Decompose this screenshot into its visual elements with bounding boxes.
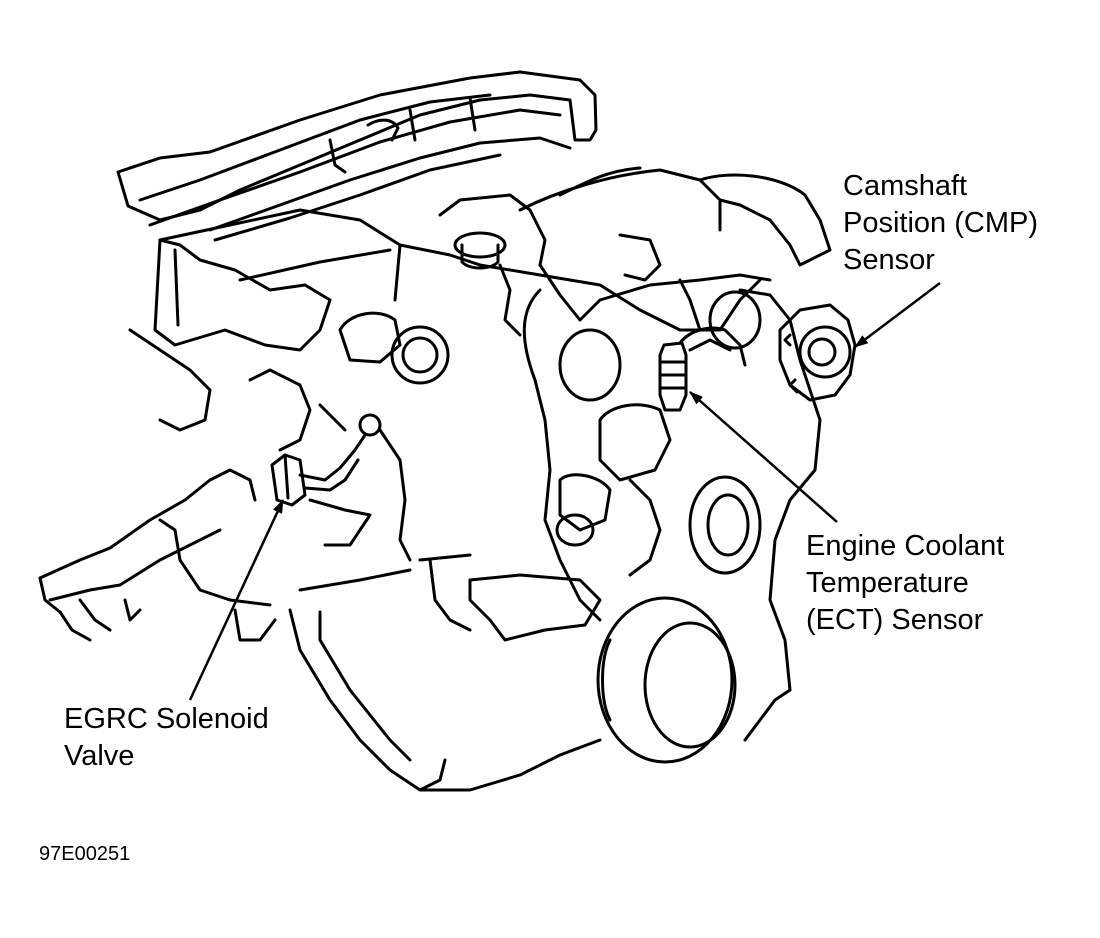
timing-cover [522,273,822,692]
ect-label-line-2: Temperature [806,567,969,599]
cmp-sensor [778,303,857,402]
cmp-sensor-label: Camshaft Position (CMP) Sensor [843,168,1038,279]
egrc-valve [270,403,382,547]
cylinder-heads [398,166,832,337]
exhaust-pipe [38,328,312,642]
oil-pan [233,553,602,792]
egrc-label-line-2: Valve [64,740,135,772]
accessory-bracket [378,428,792,742]
cmp-label-line-2: Position (CMP) [843,207,1038,239]
figure-id: 97E00251 [39,843,131,865]
ect-sensor [658,326,747,412]
intake-plenum [153,208,450,385]
ect-sensor-label: Engine Coolant Temperature (ECT) Sensor [806,528,1004,639]
ect-leader-arrow [689,391,838,523]
cmp-leader-arrow [854,282,941,348]
egrc-valve-label: EGRC Solenoid Valve [64,701,269,775]
crank-pulley [596,475,762,764]
cmp-label-line-3: Sensor [843,244,935,276]
cmp-label-line-1: Camshaft [843,170,968,202]
egrc-label-line-1: EGRC Solenoid [64,703,269,735]
ect-label-line-3: (ECT) Sensor [806,604,984,636]
intake-runners [116,70,598,242]
ect-label-line-1: Engine Coolant [806,530,1005,562]
egrc-leader-arrow [188,499,285,701]
